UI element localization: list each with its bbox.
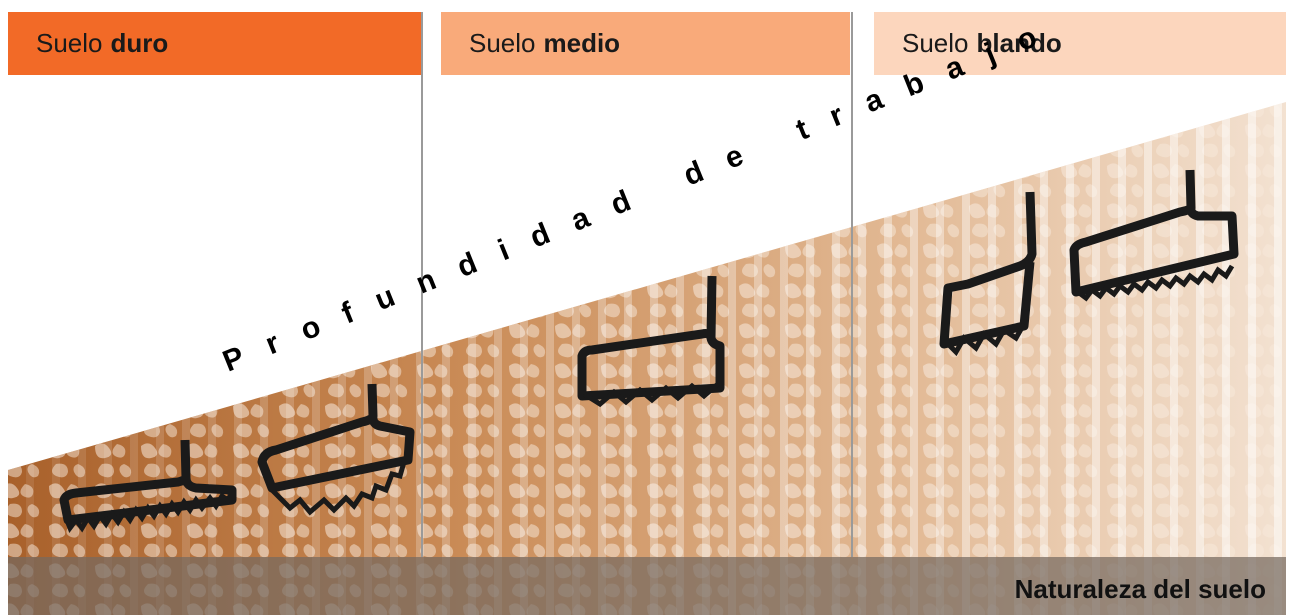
header-hard-soil: Suelo duro [8, 12, 421, 75]
footer-label: Naturaleza del suelo [1014, 574, 1266, 604]
header-soft-word: Suelo [902, 28, 969, 58]
footer-bar: Naturaleza del suelo [8, 557, 1286, 615]
column-divider-2 [851, 12, 853, 557]
header-hard-word: Suelo [36, 28, 103, 58]
header-soft-soil: Suelo blando [874, 12, 1286, 75]
header-medium-word: Suelo [469, 28, 536, 58]
header-hard-bold: duro [110, 28, 169, 58]
column-divider-1 [421, 12, 423, 557]
header-medium-bold: medio [543, 28, 621, 58]
header-soft-bold: blando [976, 28, 1062, 58]
header-medium-soil: Suelo medio [441, 12, 850, 75]
